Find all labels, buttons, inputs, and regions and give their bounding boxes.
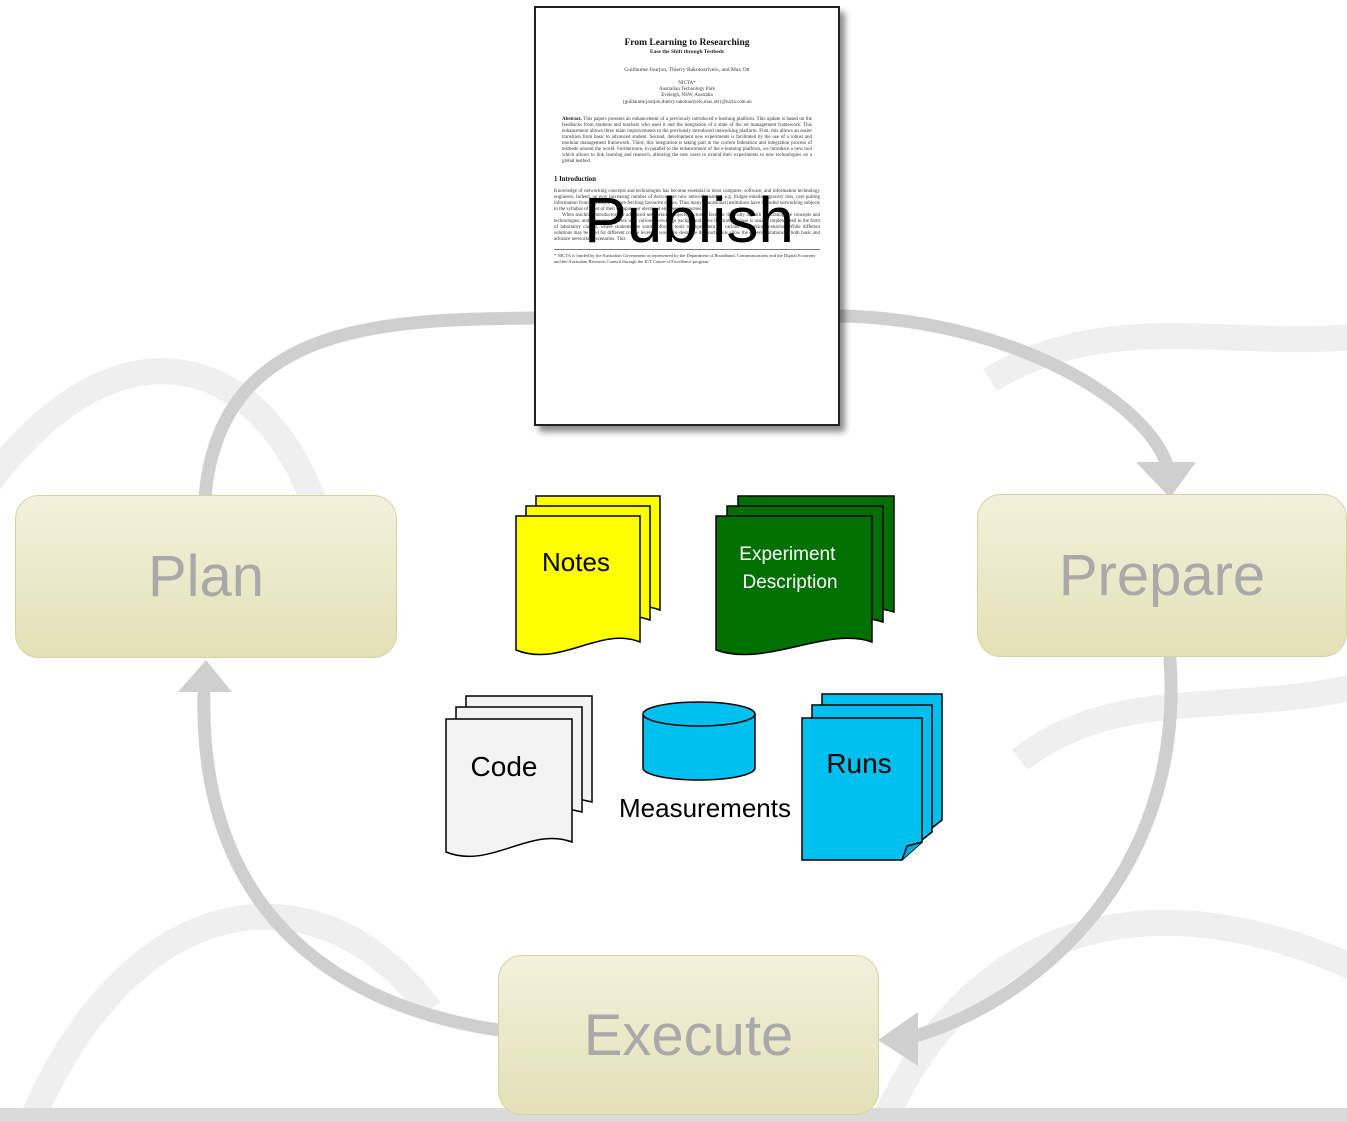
code-document-stack (445, 695, 593, 858)
runs-document-stack (801, 693, 943, 861)
runs-label: Runs (826, 748, 891, 779)
arrowhead-to-execute (878, 1012, 918, 1066)
paper-affiliation: NICTA* Australian Technology Park Evelei… (554, 81, 820, 106)
arc-plan-to-publish (198, 311, 541, 504)
publish-paper-document: From Learning to Researching Ease the Sh… (534, 6, 840, 426)
paper-footnote: * NICTA is funded by the Australian Gove… (554, 249, 820, 264)
arrowhead-to-plan (178, 660, 232, 692)
paper-affiliation-line: NICTA* (678, 81, 696, 86)
paper-abstract: Abstract. This papers presents an enhanc… (554, 117, 820, 166)
paper-affiliation-line: Eveleigh, NSW, Australia (661, 93, 713, 99)
paper-section-heading: 1 Introduction (554, 175, 596, 183)
experiment-description-label: Experiment Description (739, 544, 840, 593)
experiment-description-line-1: Experiment (739, 544, 836, 565)
plan-stage-box: Plan (15, 495, 397, 658)
experiment-description-line-2: Description (742, 572, 837, 593)
paper-affiliation-line: Australian Technology Park (659, 87, 715, 93)
prepare-stage-box: Prepare (977, 494, 1347, 657)
paper-abstract-text: This papers presents an enhancement of a… (562, 116, 812, 165)
publish-label: Publish (584, 184, 794, 256)
measurements-database-icon (642, 701, 756, 781)
arrow-heads (178, 462, 1196, 1066)
measurements-label: Measurements (619, 793, 791, 823)
cycle-arrows (197, 309, 1178, 1044)
paper-abstract-label: Abstract. (562, 116, 582, 122)
paper-authors: Guillaume Jourjon, Thierry Rakotoarivelo… (624, 67, 750, 73)
paper-affiliation-line: {guillaume.jourjon,thierry.rakotoarivelo… (622, 99, 752, 105)
notes-document-stack (515, 495, 661, 656)
paper-paragraph: When teaching introductory or advanced n… (554, 212, 820, 243)
arrowhead-to-prepare (1136, 462, 1196, 498)
notes-label: Notes (542, 547, 610, 577)
paper-title: From Learning to Researching (624, 38, 750, 48)
paper-paragraph: Knowledge of networking concepts and tec… (554, 188, 820, 212)
code-label: Code (471, 751, 538, 782)
bottom-band (0, 1108, 1347, 1122)
paper-body: Knowledge of networking concepts and tec… (554, 189, 820, 244)
arc-prepare-to-execute (905, 653, 1178, 1044)
paper-subtitle: Ease the Shift through Testbeds (649, 49, 725, 55)
arc-execute-to-plan (197, 688, 505, 1037)
experiment-description-stack (715, 495, 895, 656)
arc-publish-to-prepare (835, 309, 1175, 475)
execute-stage-box: Execute (498, 955, 879, 1115)
